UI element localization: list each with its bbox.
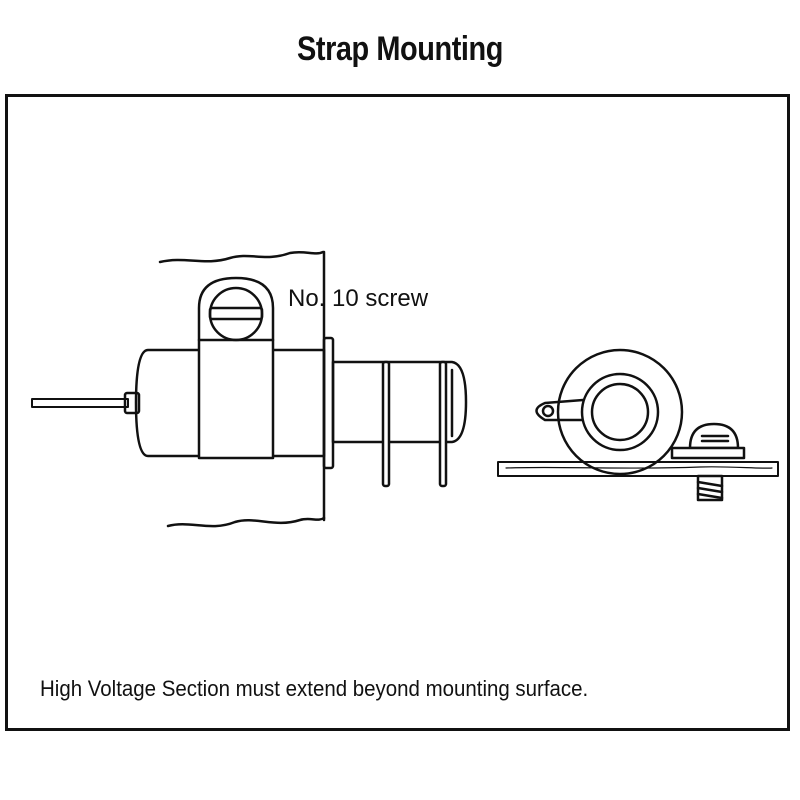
end-view	[497, 348, 779, 502]
mounting-strap	[197, 276, 275, 460]
screw-label: No. 10 screw	[288, 285, 429, 312]
caption: High Voltage Section must extend beyond …	[40, 676, 589, 701]
diagram-title: Strap Mounting	[297, 30, 503, 68]
capacitor-body	[134, 348, 326, 458]
diagram-frame	[5, 94, 790, 731]
lead-wire	[31, 391, 141, 415]
high-voltage-section	[331, 360, 468, 488]
mounting-flange	[322, 336, 335, 470]
